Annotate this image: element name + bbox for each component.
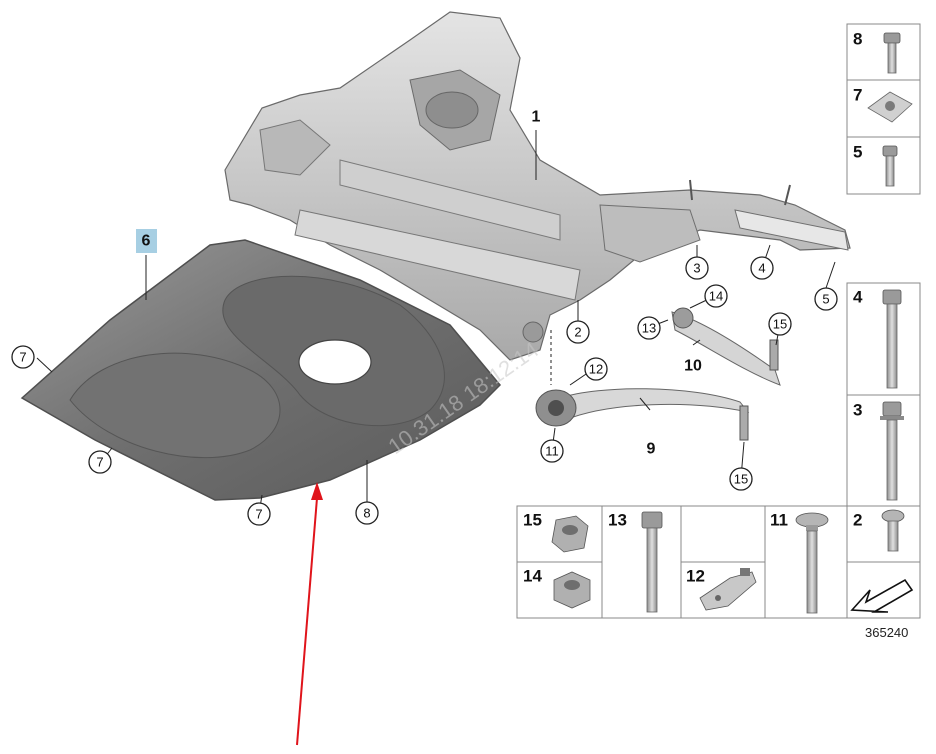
legend-box-14[interactable]: 14 bbox=[523, 567, 591, 609]
svg-text:14: 14 bbox=[523, 567, 542, 586]
svg-text:5: 5 bbox=[822, 292, 829, 307]
underbody-panel bbox=[20, 239, 502, 501]
hex-nut-icon bbox=[553, 571, 591, 609]
clip-nut-icon bbox=[867, 91, 913, 123]
upper-control-arm bbox=[671, 307, 781, 386]
legend-box-11[interactable]: 11 bbox=[770, 511, 829, 614]
legend-box-15[interactable]: 15 bbox=[523, 511, 589, 553]
svg-text:3: 3 bbox=[693, 261, 700, 276]
legend-box-7[interactable]: 7 bbox=[853, 86, 913, 123]
legend-box-3[interactable]: 3 bbox=[853, 401, 904, 501]
svg-text:2: 2 bbox=[853, 511, 862, 530]
svg-text:5: 5 bbox=[853, 143, 862, 162]
legend-column-top: 8 7 5 bbox=[846, 23, 921, 195]
lower-control-arm bbox=[535, 388, 750, 441]
callouts: 2 3 4 5 7 7 7 8 11 12 13 14 15 15 bbox=[11, 256, 838, 526]
svg-text:8: 8 bbox=[363, 506, 370, 521]
svg-text:8: 8 bbox=[853, 30, 862, 49]
callout-13[interactable]: 13 bbox=[637, 316, 661, 340]
svg-text:12: 12 bbox=[686, 567, 705, 586]
callout-2[interactable]: 2 bbox=[566, 320, 590, 344]
short-bolt-icon bbox=[881, 509, 905, 552]
svg-text:13: 13 bbox=[642, 321, 656, 336]
direction-arrow-icon bbox=[850, 578, 914, 613]
callout-3[interactable]: 3 bbox=[685, 256, 709, 280]
callout-14[interactable]: 14 bbox=[704, 284, 728, 308]
legend-box-13[interactable]: 13 bbox=[608, 511, 663, 613]
svg-text:15: 15 bbox=[523, 511, 542, 530]
svg-text:14: 14 bbox=[709, 289, 723, 304]
callout-7-mid[interactable]: 7 bbox=[88, 450, 112, 474]
legend-box-12[interactable]: 12 bbox=[686, 567, 757, 611]
long-washer-bolt-icon bbox=[880, 401, 904, 501]
legend-box-4[interactable]: 4 bbox=[853, 288, 902, 389]
svg-text:7: 7 bbox=[255, 507, 262, 522]
label-upper-arm: 10 bbox=[684, 358, 702, 375]
svg-text:7: 7 bbox=[853, 86, 862, 105]
legend-box-5[interactable]: 5 bbox=[853, 143, 898, 187]
svg-text:4: 4 bbox=[758, 261, 765, 276]
svg-text:13: 13 bbox=[608, 511, 627, 530]
svg-text:7: 7 bbox=[19, 350, 26, 365]
svg-text:2: 2 bbox=[574, 325, 581, 340]
bracket-icon bbox=[699, 568, 757, 611]
svg-text:3: 3 bbox=[853, 401, 862, 420]
collar-nut-icon bbox=[551, 515, 589, 553]
callout-5[interactable]: 5 bbox=[814, 287, 838, 311]
legend-box-2[interactable]: 2 bbox=[853, 509, 905, 552]
long-bolt-icon bbox=[882, 289, 902, 389]
washer-bolt-icon bbox=[795, 512, 829, 614]
callout-15-bottom[interactable]: 15 bbox=[729, 467, 753, 491]
label-panel[interactable]: 6 bbox=[142, 233, 151, 250]
svg-text:15: 15 bbox=[773, 317, 787, 332]
image-ref-number: 365240 bbox=[865, 625, 908, 640]
svg-text:11: 11 bbox=[770, 511, 788, 530]
hex-bolt-icon bbox=[641, 511, 663, 613]
callout-8[interactable]: 8 bbox=[355, 501, 379, 525]
legend-column-bottom: 4 3 2 bbox=[846, 282, 921, 619]
label-subframe: 1 bbox=[532, 109, 541, 126]
svg-text:7: 7 bbox=[96, 455, 103, 470]
red-arrow bbox=[296, 482, 323, 746]
svg-text:11: 11 bbox=[545, 444, 559, 459]
legend-box-8[interactable]: 8 bbox=[853, 30, 901, 74]
label-lower-arm: 9 bbox=[647, 441, 656, 458]
callout-11[interactable]: 11 bbox=[540, 439, 564, 463]
svg-text:4: 4 bbox=[853, 288, 863, 307]
highlight-box bbox=[136, 229, 157, 253]
bolt-icon bbox=[882, 145, 898, 187]
callout-4[interactable]: 4 bbox=[750, 256, 774, 280]
svg-text:12: 12 bbox=[589, 362, 603, 377]
part-labels: 1 6 10 9 bbox=[136, 109, 702, 458]
callout-7-left[interactable]: 7 bbox=[11, 345, 35, 369]
svg-text:15: 15 bbox=[734, 472, 748, 487]
callout-12[interactable]: 12 bbox=[584, 357, 608, 381]
callout-7-bottom[interactable]: 7 bbox=[247, 502, 271, 526]
legend-grid-bottom: 15 14 13 12 bbox=[516, 505, 848, 619]
flange-bolt-icon bbox=[883, 32, 901, 74]
front-subframe bbox=[224, 11, 851, 361]
callout-15-top[interactable]: 15 bbox=[768, 312, 792, 336]
